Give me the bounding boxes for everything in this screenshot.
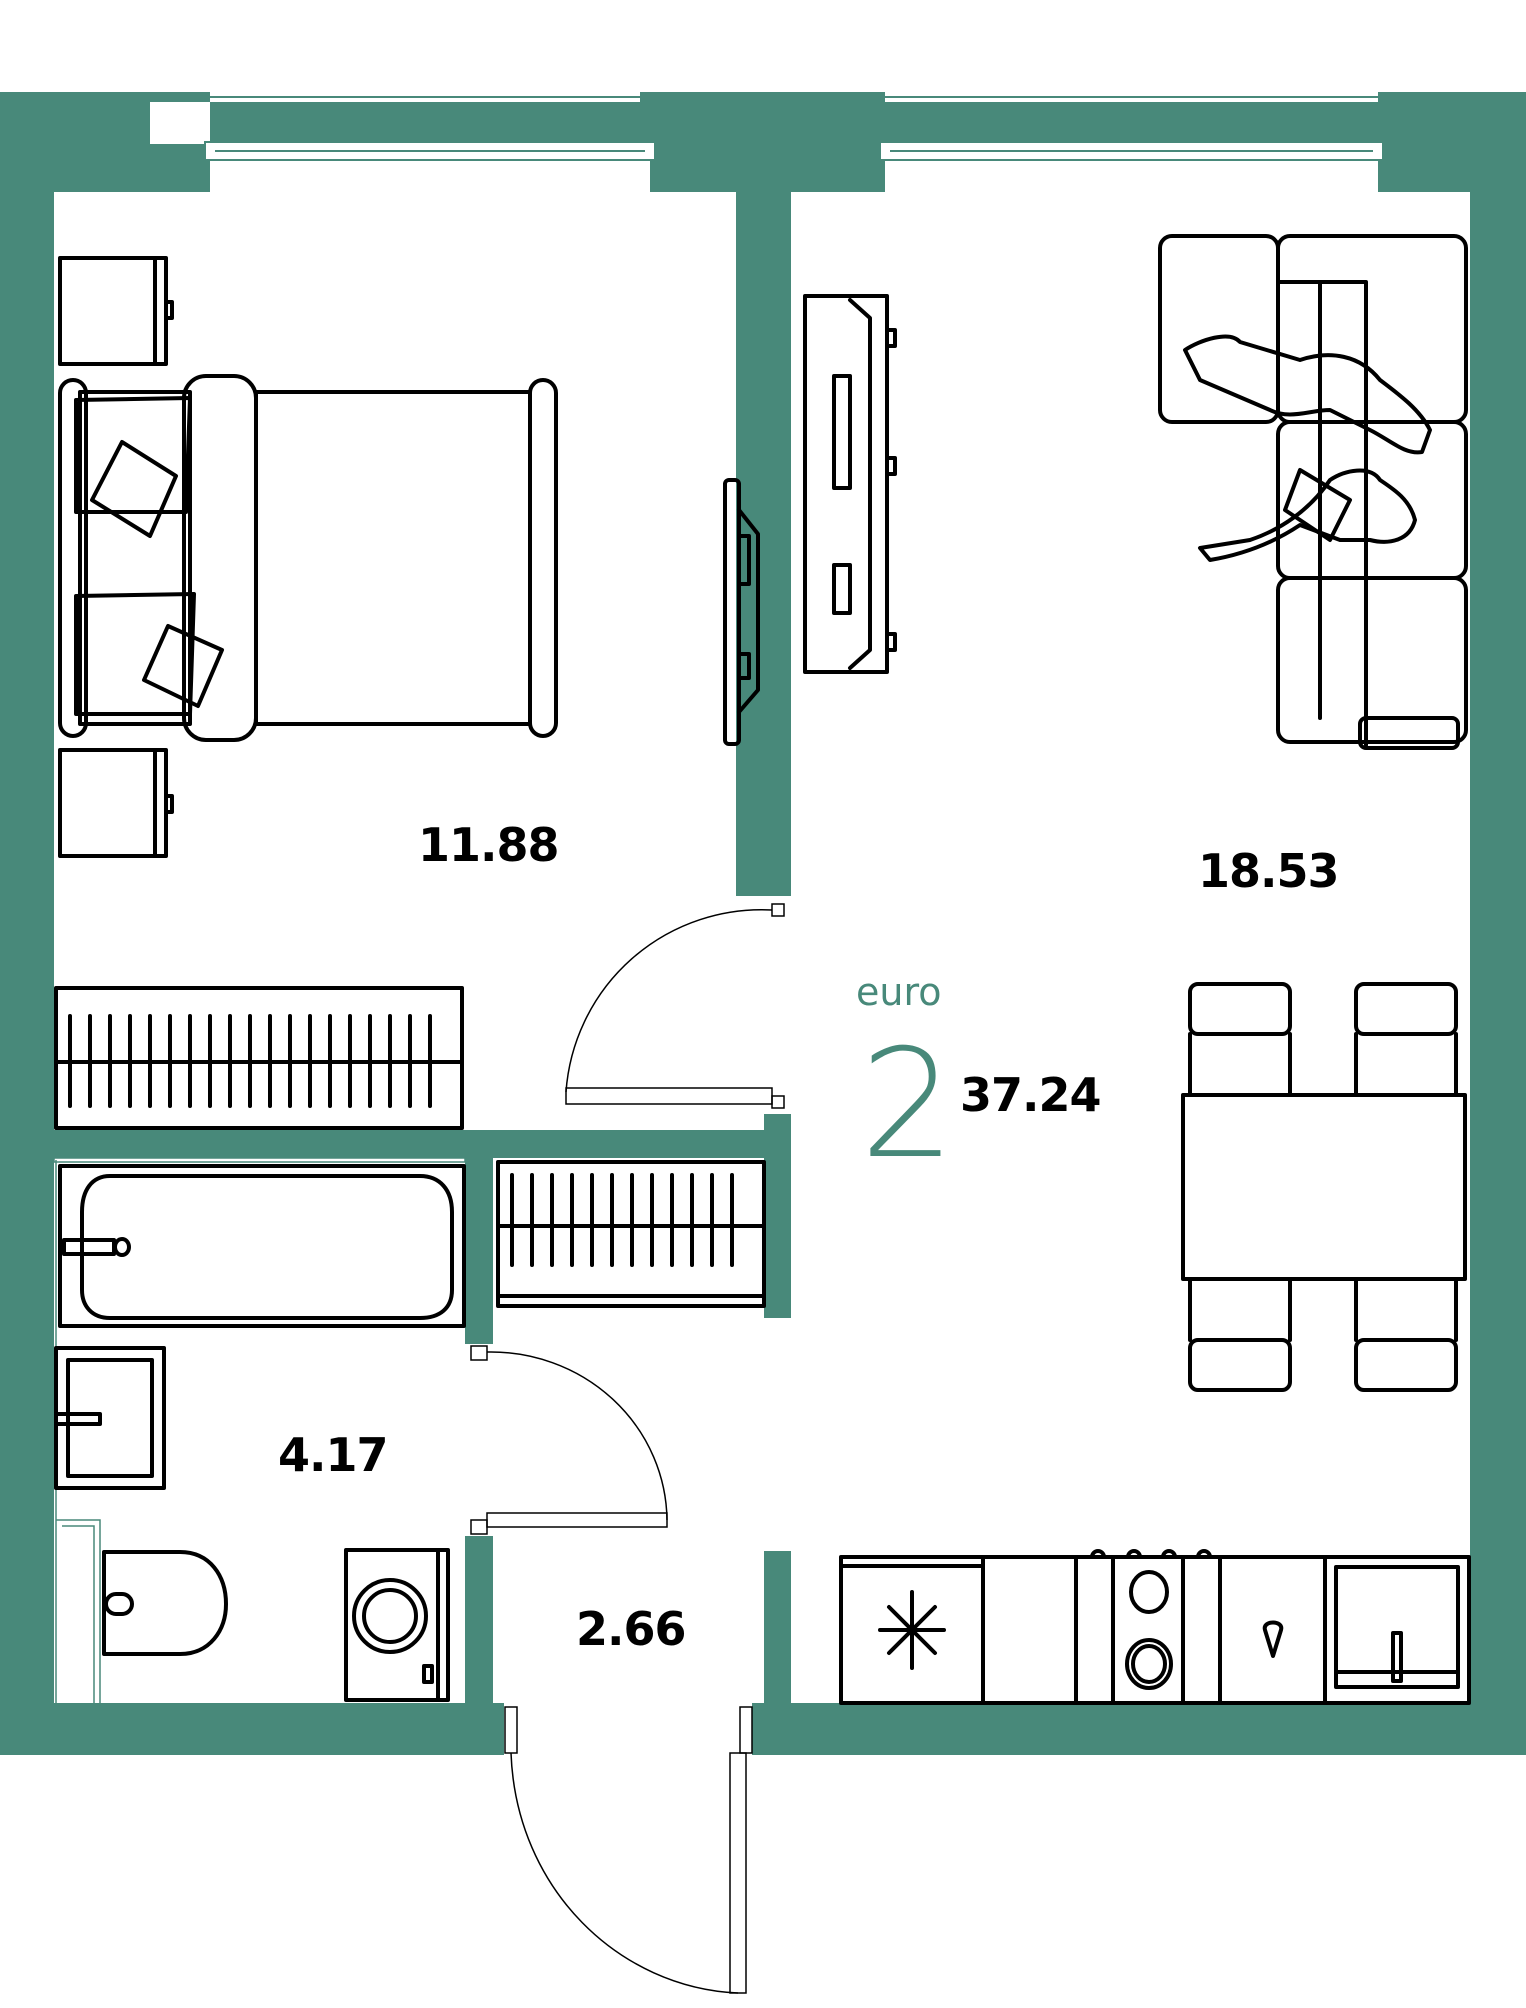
window-living [822,96,1384,192]
apartment-type-label: euro [856,970,942,1014]
toilet [102,1550,228,1656]
window-bedroom [150,96,656,192]
door-entrance[interactable] [504,1706,753,1994]
tap-drop-icon [1262,1620,1284,1658]
bathtub [58,1164,466,1328]
door-bathroom[interactable] [470,1345,668,1535]
kitchen-counter [839,1549,1471,1705]
area-label-bathroom: 4.17 [278,1428,388,1482]
tv-bedroom [723,478,760,746]
people-on-sofa [1183,334,1432,562]
rooms-count: 2 [860,1018,956,1192]
washbasin [54,1346,166,1490]
nightstand-bottom [58,748,174,858]
tv-living [803,294,897,674]
dining-set [1181,982,1467,1392]
fridge-snowflake-icon [878,1590,946,1670]
bed [58,374,558,742]
area-label-bedroom: 11.88 [418,818,560,872]
walls [0,92,1526,1755]
toilet-niche-lining [56,1519,490,1731]
corner-sofa [1158,234,1468,750]
door-bedroom[interactable] [565,903,785,1109]
area-label-living-kitchen: 18.53 [1198,844,1340,898]
nightstand-top [58,256,174,366]
wardrobe-bedroom [54,986,464,1130]
wardrobe-hall [496,1160,766,1308]
total-area: 37.24 [960,1068,1102,1122]
stove-burners [1125,1570,1173,1690]
sink-kitchen [1334,1565,1460,1689]
washing-machine [344,1548,450,1702]
area-label-hallway: 2.66 [576,1602,686,1656]
